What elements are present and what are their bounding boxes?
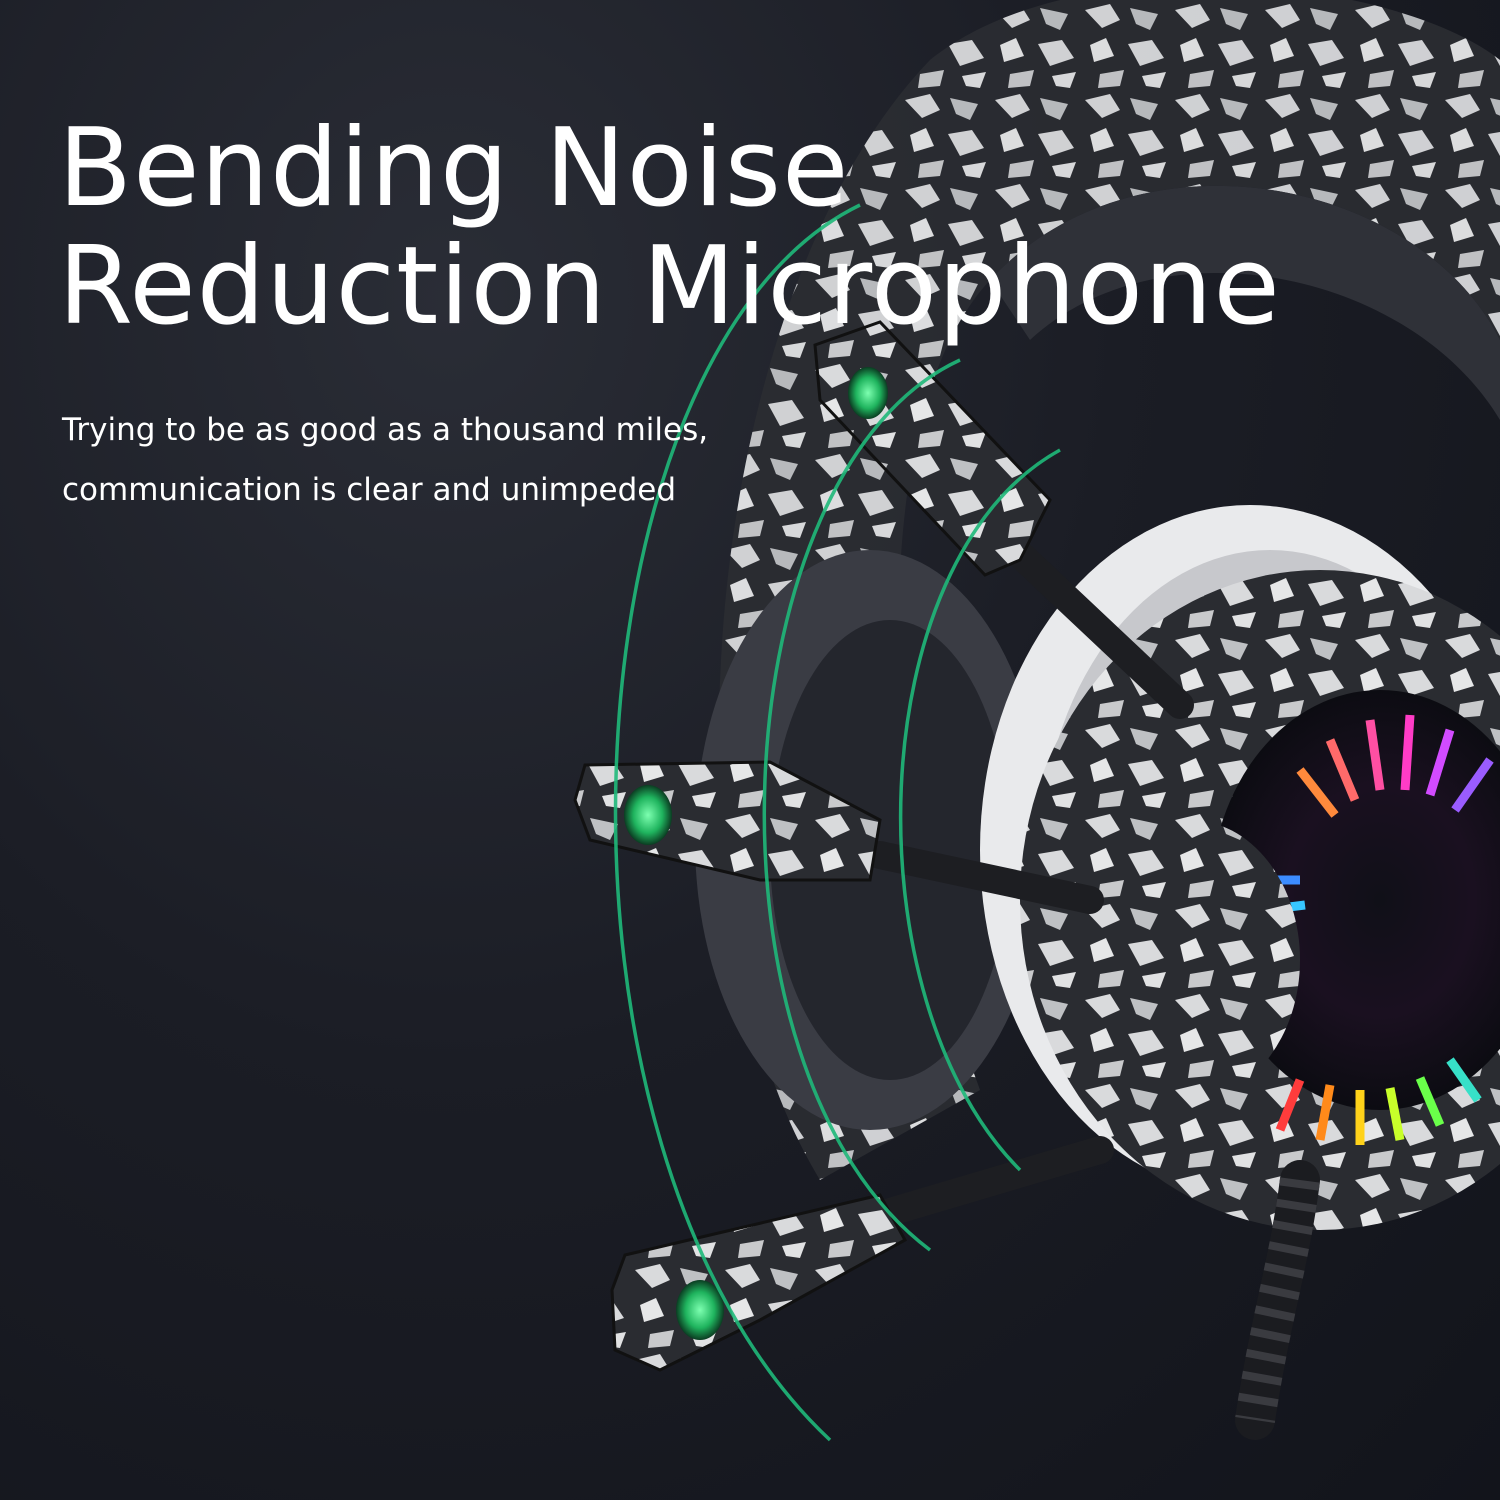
mic-boom-middle	[573, 760, 1104, 914]
mic-boom-bottom	[610, 1136, 1114, 1372]
mic-pivot	[1080, 820, 1300, 1100]
headline-line-2: Reduction Microphone	[58, 224, 1281, 349]
sound-waves	[613, 203, 1061, 1442]
mic-boom-top	[813, 320, 1194, 719]
mic-capsule-bottom	[676, 1280, 724, 1340]
headband-inner	[990, 185, 1500, 420]
headline: Bending Noise Reduction Microphone	[58, 110, 1281, 346]
headline-line-1: Bending Noise	[58, 106, 850, 231]
subtext-line-1: Trying to be as good as a thousand miles…	[62, 412, 709, 448]
subtext: Trying to be as good as a thousand miles…	[62, 400, 708, 520]
mic-capsule-middle	[624, 785, 672, 845]
subtext-line-2: communication is clear and unimpeded	[62, 472, 676, 508]
mic-capsule-top	[848, 367, 888, 419]
